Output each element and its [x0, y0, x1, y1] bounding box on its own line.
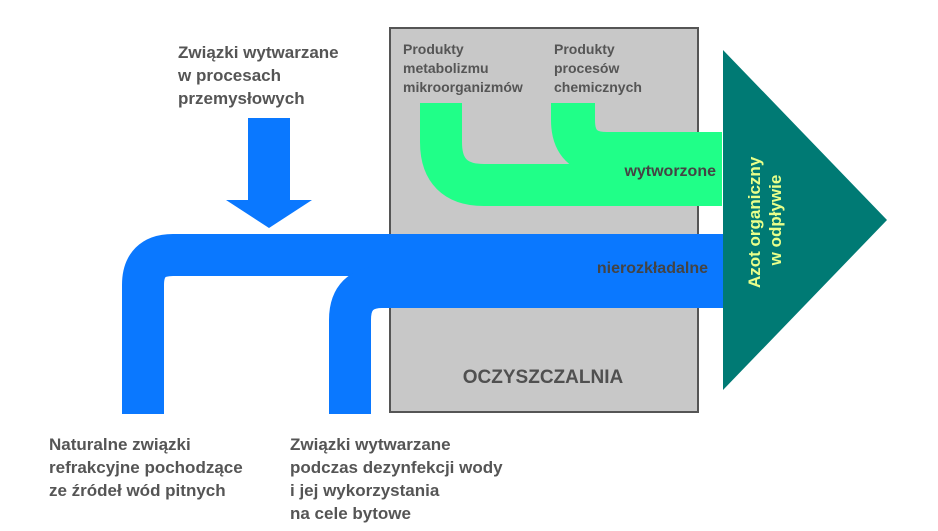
natural-compounds-flow [122, 234, 725, 414]
output-label: Azot organiczny w odpływie [745, 152, 785, 288]
treatment-plant-box [389, 27, 699, 413]
industrial-input-arrow [226, 118, 312, 228]
metabolism-products-flow [420, 103, 722, 206]
industrial-compounds-label: Związki wytwarzane w procesach przemysło… [177, 43, 343, 108]
output-arrow [723, 50, 887, 390]
chemical-products-label: Produkty procesów chemicznych [554, 41, 642, 95]
treatment-plant-label: OCZYSZCZALNIA [463, 367, 624, 388]
natural-compounds-label: Naturalne związki refrakcyjne pochodzące… [49, 435, 247, 500]
nondegradable-label: nierozkładalne [597, 260, 708, 277]
disinfection-compounds-label: Związki wytwarzane podczas dezynfekcji w… [290, 435, 507, 523]
chemical-products-flow [551, 103, 722, 176]
metabolism-products-label: Produkty metabolizmu mikroorganizmów [403, 41, 523, 95]
disinfection-compounds-flow [329, 266, 725, 414]
produced-label: wytworzone [623, 163, 716, 180]
